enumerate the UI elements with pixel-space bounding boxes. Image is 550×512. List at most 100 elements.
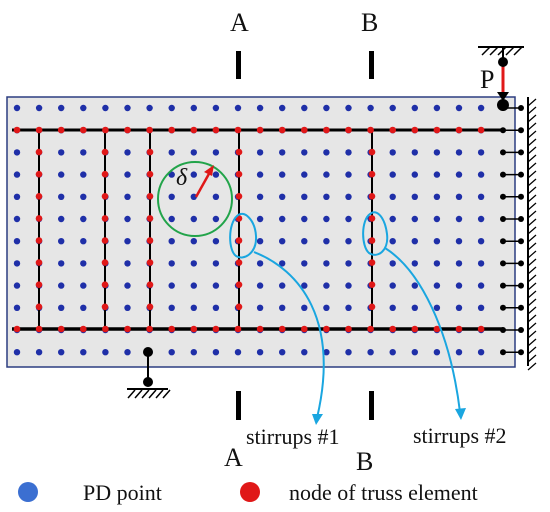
pd-point <box>477 282 485 289</box>
truss-node <box>368 281 376 289</box>
pd-point <box>411 260 418 267</box>
wall-hatch <box>527 330 537 339</box>
truss-node <box>278 325 286 333</box>
truss-node-set <box>13 126 485 333</box>
truss-node <box>35 193 43 200</box>
pd-point <box>58 260 65 267</box>
pd-point <box>389 260 396 267</box>
pd-point <box>168 215 175 223</box>
pd-point <box>212 260 220 267</box>
pd-point <box>323 282 330 289</box>
truss-node <box>101 215 109 222</box>
truss-node <box>235 303 243 311</box>
pd-point <box>190 260 197 267</box>
truss-node <box>57 126 65 134</box>
pd-point <box>323 171 330 178</box>
load-support <box>478 46 524 111</box>
pd-point <box>345 215 352 223</box>
truss-node <box>389 325 397 333</box>
pd-point <box>80 260 87 267</box>
pd-point <box>35 349 43 356</box>
truss-node <box>235 193 243 200</box>
wall-hatch <box>527 274 537 283</box>
pd-point <box>58 349 65 356</box>
pd-point <box>411 193 418 200</box>
truss-node <box>368 193 376 200</box>
pd-point <box>256 215 264 223</box>
pd-point <box>212 193 220 200</box>
boundary-node <box>518 238 524 245</box>
pd-point <box>212 304 220 311</box>
pd-point <box>124 238 131 245</box>
pd-point <box>102 349 109 356</box>
wall-hatch <box>527 202 537 211</box>
pd-point <box>102 104 109 112</box>
pd-point <box>146 104 153 112</box>
boundary-node <box>518 304 524 311</box>
pd-point <box>190 304 197 311</box>
truss-node <box>80 325 87 333</box>
pd-point <box>80 104 87 112</box>
truss-node <box>13 126 21 134</box>
pd-point <box>433 260 441 267</box>
pd-point <box>477 260 485 267</box>
pd-point <box>279 304 286 311</box>
boundary-node <box>518 149 524 156</box>
truss-node <box>368 303 376 311</box>
wall-hatch <box>527 298 537 307</box>
pd-point <box>455 171 463 178</box>
wall-hatch <box>527 234 537 243</box>
truss-node <box>323 325 330 333</box>
boundary-node <box>518 105 524 111</box>
pd-point <box>80 282 87 289</box>
wall-hatch <box>527 362 537 371</box>
truss-node <box>323 126 330 134</box>
stirrup-1-callout: stirrups #1 <box>246 424 340 449</box>
truss-node <box>146 193 154 200</box>
pd-point <box>477 193 485 200</box>
pd-point <box>124 149 131 156</box>
pd-point <box>367 349 374 356</box>
wall-hatch <box>527 122 537 131</box>
truss-node <box>146 259 154 266</box>
pd-point <box>212 349 220 356</box>
pd-point <box>345 149 352 156</box>
pd-point <box>58 282 65 289</box>
truss-node <box>301 126 308 134</box>
pd-point <box>256 238 264 245</box>
pd-point <box>212 215 220 223</box>
pd-point <box>389 282 396 289</box>
pd-point <box>279 215 286 223</box>
section-label-b-top: B <box>361 8 378 37</box>
boundary-node <box>518 216 524 222</box>
wall-hatch <box>527 186 537 195</box>
truss-node <box>35 259 43 266</box>
truss-node <box>35 126 43 134</box>
wall-hatch <box>527 242 537 251</box>
pd-point <box>411 149 418 156</box>
boundary-node <box>518 127 524 134</box>
pd-point <box>433 171 441 178</box>
pd-point <box>433 304 441 311</box>
truss-node <box>146 325 153 333</box>
stirrup-2-callout: stirrups #2 <box>413 423 507 448</box>
pd-point <box>301 260 308 267</box>
truss-node <box>367 325 374 333</box>
pd-point <box>256 104 264 112</box>
pd-point <box>477 349 485 356</box>
stirrup-1-arrowhead <box>312 414 323 425</box>
pd-point <box>190 238 197 245</box>
truss-node <box>35 215 43 222</box>
section-mark-a-top <box>236 51 241 79</box>
wall-hatch <box>527 354 537 363</box>
pd-point <box>13 282 21 289</box>
pd-point <box>301 193 308 200</box>
pd-point <box>279 171 286 178</box>
truss-node <box>367 126 374 134</box>
truss-node <box>477 126 485 134</box>
wall-hatch <box>527 98 537 107</box>
pd-point <box>433 349 441 356</box>
pd-point <box>168 304 175 311</box>
truss-node <box>212 126 220 134</box>
pd-point <box>168 171 175 178</box>
